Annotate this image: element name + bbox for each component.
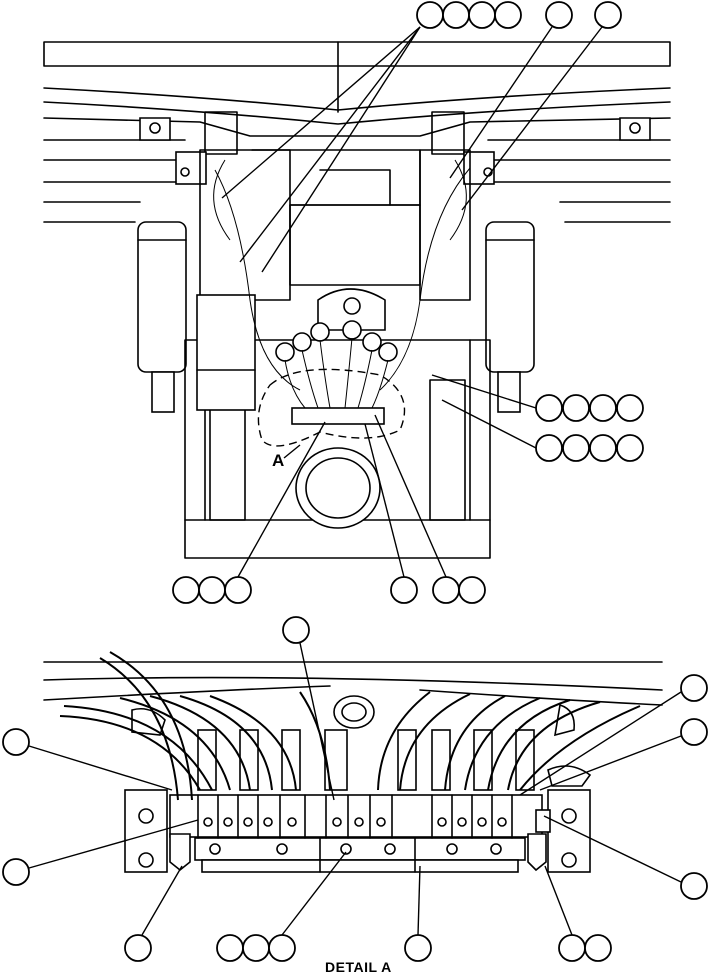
top-plate — [43, 41, 671, 67]
detail-a-view — [43, 651, 663, 873]
top-callouts — [172, 1, 644, 604]
machine-top-view: A — [43, 41, 671, 559]
detail-callouts — [2, 616, 708, 962]
view-label-a: A — [272, 451, 284, 470]
detail-caption: DETAIL A — [325, 959, 392, 975]
